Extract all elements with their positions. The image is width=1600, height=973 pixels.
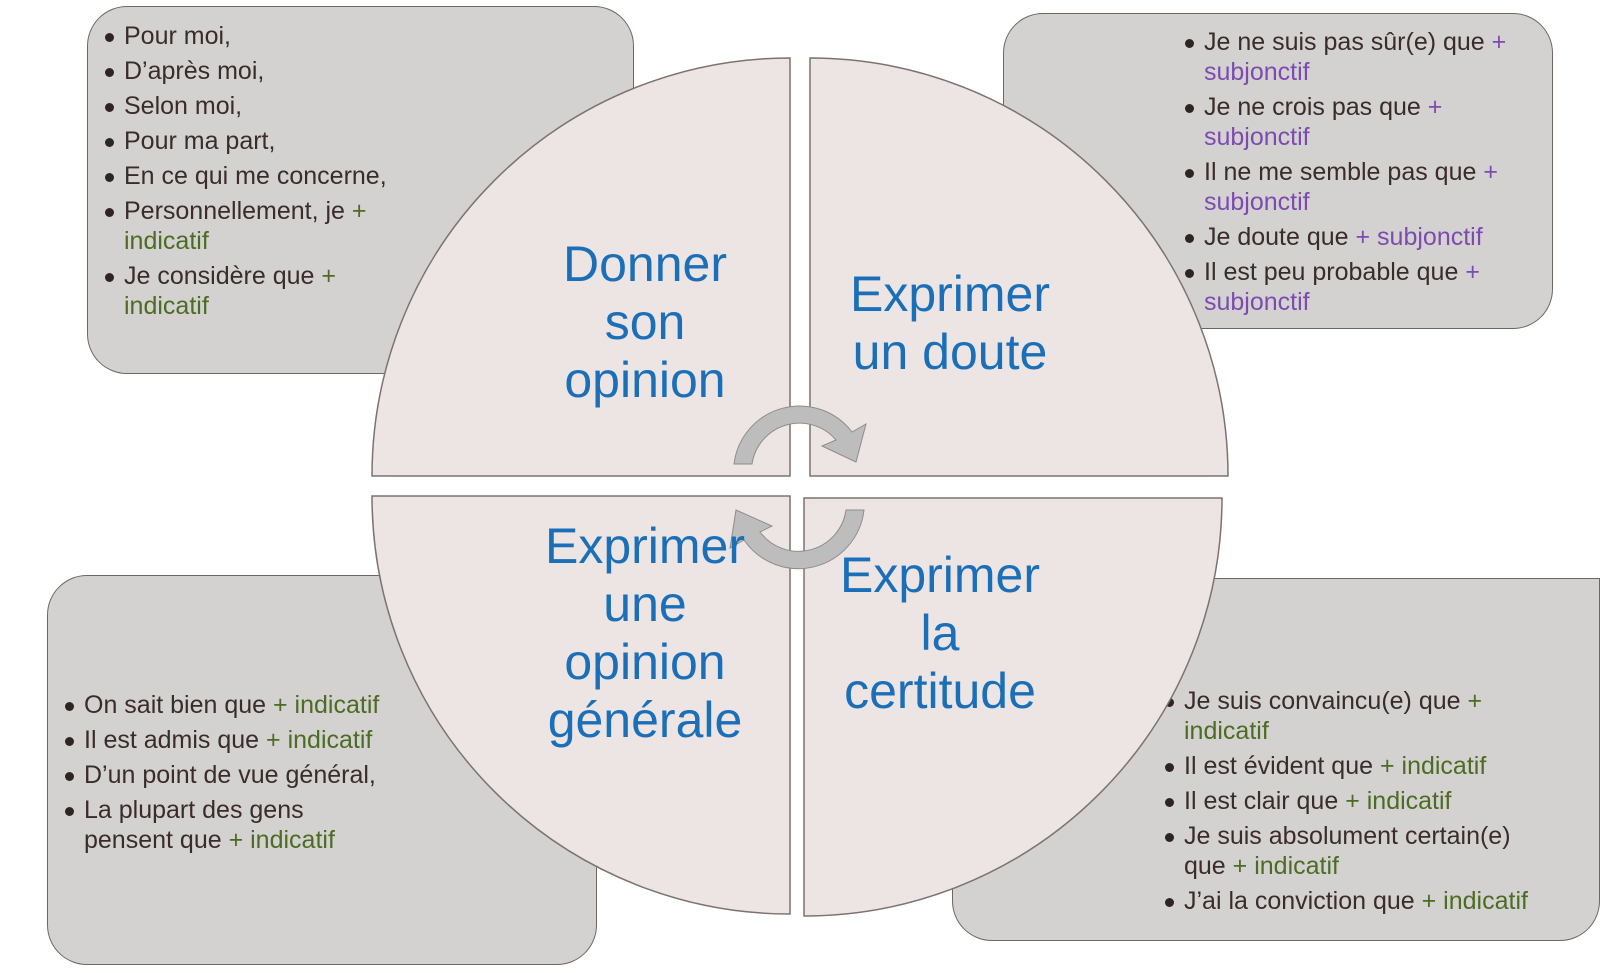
quadrant-title-express-doubt: Exprimer un doute	[849, 266, 1051, 380]
mood-label: + indicatif	[1421, 887, 1528, 915]
mood-label: + indicatif	[228, 826, 335, 854]
opinion-phrase-list: Pour moi, D’après moi, Selon moi, Pour m…	[104, 21, 524, 326]
list-item: On sait bien que + indicatif	[64, 690, 444, 720]
mood-label: + subjonctif	[1204, 158, 1498, 216]
quadrant-bottom-left	[371, 495, 791, 915]
mood-label: + indicatif	[266, 726, 373, 754]
quadrant-bottom-right	[803, 497, 1223, 917]
list-item: D’après moi,	[104, 56, 524, 86]
list-item: Il est admis que + indicatif	[64, 725, 444, 755]
list-item: Selon moi,	[104, 91, 524, 121]
list-item: Il est peu probable que + subjonctif	[1184, 257, 1524, 317]
mood-label: + indicatif	[1379, 752, 1487, 780]
list-item: Je doute que + subjonctif	[1184, 222, 1564, 252]
quadrant-top-right	[809, 57, 1229, 477]
list-item: Je ne crois pas que + subjonctif	[1184, 92, 1474, 152]
mood-label: + indicatif	[124, 262, 336, 320]
cycle-arrow-top-icon	[733, 405, 867, 465]
quadrant-title-general-opinion: Exprimer une opinion générale	[544, 518, 746, 748]
list-item: Personnellement, je + indicatif	[104, 196, 394, 256]
general-opinion-phrase-list: On sait bien que + indicatif Il est admi…	[64, 690, 444, 860]
mood-label: + indicatif	[1345, 787, 1452, 815]
quadrant-top-left	[371, 57, 791, 477]
mood-label: + indicatif	[1184, 687, 1483, 745]
mood-label: + indicatif	[124, 197, 367, 255]
list-item: Je suis absolument certain(e) que + indi…	[1164, 821, 1554, 881]
mood-label: + subjonctif	[1204, 93, 1443, 151]
quadrant-title-express-certainty: Exprimer la certitude	[839, 547, 1041, 719]
list-item: Il est clair que + indicatif	[1164, 786, 1594, 816]
list-item: Je ne suis pas sûr(e) que + subjonctif	[1184, 27, 1534, 87]
list-item: Je suis convaincu(e) que + indicatif	[1164, 686, 1504, 746]
list-item: Pour ma part,	[104, 126, 524, 156]
list-item: Il est évident que + indicatif	[1164, 751, 1594, 781]
list-item: En ce qui me concerne,	[104, 161, 524, 191]
doubt-phrase-list: Je ne suis pas sûr(e) que + subjonctif J…	[1184, 27, 1554, 322]
mood-label: + indicatif	[1232, 852, 1339, 880]
list-item: La plupart des gens pensent que + indica…	[64, 795, 384, 855]
mood-label: + indicatif	[273, 691, 380, 719]
cycle-arrow-bottom-icon	[729, 509, 865, 570]
list-item: Pour moi,	[104, 21, 524, 51]
mood-label: + subjonctif	[1204, 258, 1480, 316]
quadrant-title-give-opinion: Donner son opinion	[563, 236, 727, 408]
mood-label: + subjonctif	[1204, 28, 1507, 86]
certainty-phrase-list: Je suis convaincu(e) que + indicatif Il …	[1164, 686, 1594, 921]
list-item: Il ne me semble pas que + subjonctif	[1184, 157, 1534, 217]
mood-label: + subjonctif	[1355, 223, 1483, 251]
list-item: Je considère que + indicatif	[104, 261, 364, 321]
list-item: J’ai la conviction que + indicatif	[1164, 886, 1594, 916]
list-item: D’un point de vue général,	[64, 760, 444, 790]
